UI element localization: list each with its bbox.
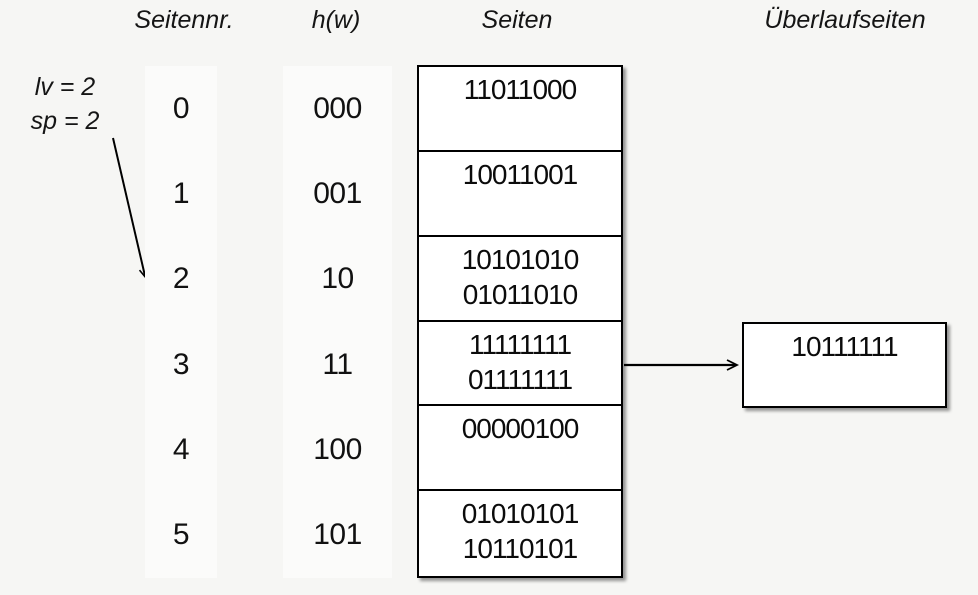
bucket-entry: 11111111 [468, 328, 572, 360]
split-pointer-value: sp = 2 [30, 107, 100, 135]
page-number-column: 0 1 2 3 4 5 [145, 66, 217, 578]
page-bucket-2: 10101010 01011010 [419, 237, 621, 322]
page-bucket-5: 01010101 10110101 [419, 491, 621, 576]
bucket-entry: 10011001 [462, 158, 579, 190]
bucket-entry: 00000100 [461, 413, 580, 445]
column-header-seiten: Seiten [481, 6, 553, 34]
hash-value: 101 [313, 518, 362, 552]
split-pointer-arrow-icon [112, 137, 149, 279]
hash-value-column: 000 001 10 11 100 101 [283, 66, 392, 578]
bucket-entry: 10110101 [462, 533, 579, 565]
bucket-entry: 01111111 [467, 363, 573, 395]
page-bucket-0: 11011000 [419, 67, 621, 152]
hash-value: 100 [313, 432, 362, 466]
bucket-entry: 11011000 [463, 74, 577, 105]
hash-value: 10 [321, 262, 354, 296]
overflow-entry: 10111111 [791, 331, 898, 362]
column-header-ueberlaufseiten: Überlaufseiten [764, 6, 926, 34]
bucket-entry: 10101010 [461, 243, 580, 275]
bucket-entry: 01011010 [462, 278, 579, 310]
page-bucket-1: 10011001 [419, 152, 621, 237]
page-bucket-4: 00000100 [419, 406, 621, 492]
page-number: 3 [172, 347, 190, 381]
level-value: lv = 2 [34, 73, 96, 101]
pages-table: 11011000 10011001 10101010 01011010 1111… [417, 65, 623, 578]
state-annotation: lv = 2 sp = 2 [8, 70, 122, 138]
page-number: 0 [172, 91, 190, 125]
page-number: 5 [172, 518, 190, 552]
page-number: 2 [172, 262, 190, 296]
column-header-hw: h(w) [311, 6, 361, 34]
overflow-link-arrow-icon [624, 359, 740, 371]
overflow-page: 10111111 [742, 322, 947, 408]
page-bucket-3: 11111111 01111111 [419, 322, 621, 407]
page-number: 1 [172, 176, 190, 210]
page-number: 4 [172, 432, 190, 466]
hash-value: 000 [313, 91, 362, 125]
bucket-entry: 01010101 [461, 498, 580, 530]
hash-value: 11 [322, 347, 353, 381]
column-header-seitennr: Seitennr. [134, 6, 234, 34]
hash-value: 001 [313, 176, 362, 210]
